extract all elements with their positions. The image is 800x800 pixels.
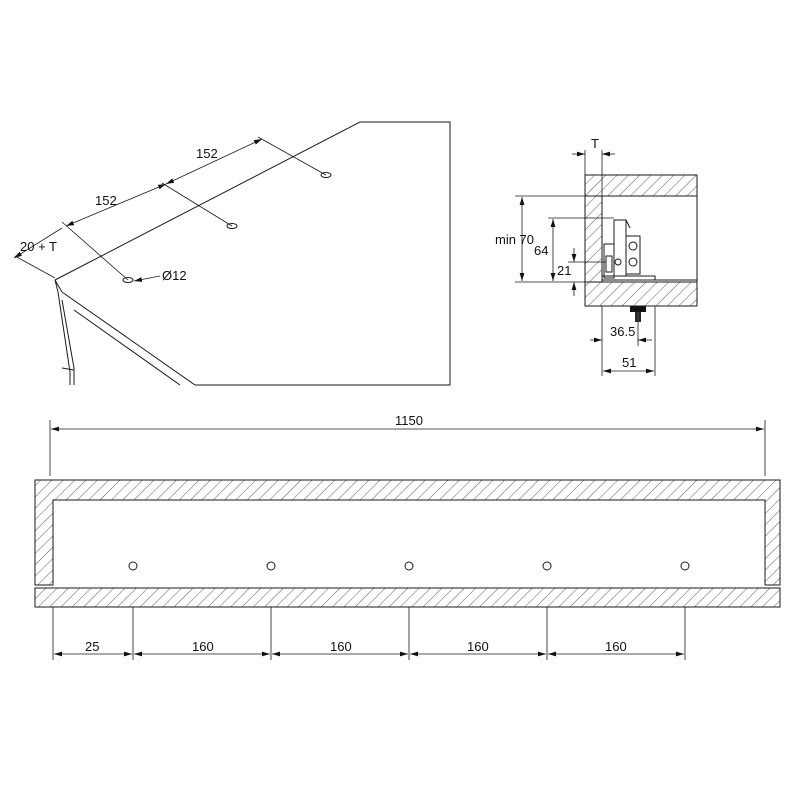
dim-label-160-4: 160 [605, 639, 627, 654]
elev-hole-2 [266, 561, 276, 571]
perspective-view: 152 152 20 + T Ø12 [13, 121, 451, 386]
elev-hole-3 [404, 561, 414, 571]
elev-hole-4 [542, 561, 552, 571]
elev-hole-1 [128, 561, 138, 571]
dim-label-160-1: 160 [192, 639, 214, 654]
dim-line-152-lower [65, 183, 167, 227]
dim-label-overall: 1150 [395, 413, 423, 428]
dim-label-152-lower: 152 [95, 193, 117, 208]
dim-label-T: T [591, 136, 599, 151]
elevation-view: 1150 25 160 160 160 160 [34, 413, 781, 660]
dim-label-51: 51 [622, 355, 636, 370]
dim-label-160-3: 160 [467, 639, 489, 654]
dim-line-152-upper [165, 138, 263, 185]
dim-label-152-upper: 152 [196, 146, 218, 161]
extension-lines [14, 136, 327, 281]
frame-bottom-board [34, 587, 781, 608]
frame-top-and-sides [34, 479, 781, 586]
dim-label-36-5: 36.5 [610, 324, 635, 339]
dim-label-21: 21 [557, 263, 571, 278]
leader-hole [133, 275, 161, 282]
dim-label-edge-offset: 20 + T [20, 239, 57, 254]
section-inner-lines [602, 195, 698, 282]
section-view: T min 70 64 21 36.5 51 [495, 136, 698, 376]
runner-mechanism [602, 219, 656, 281]
dim-line-20T [13, 227, 63, 259]
section-side-panel [584, 195, 603, 283]
dim-label-min70: min 70 [495, 232, 534, 247]
dim-label-64: 64 [534, 243, 548, 258]
dim-label-160-2: 160 [330, 639, 352, 654]
dim-label-hole-diameter: Ø12 [162, 268, 187, 283]
side-panel-lines [57, 291, 196, 386]
section-bottom-board [584, 281, 698, 307]
screw [630, 306, 646, 322]
elev-extension-lines [52, 607, 686, 660]
elev-hole-5 [680, 561, 690, 571]
board-top-outline [54, 121, 451, 386]
board-front-edge [54, 279, 63, 293]
dim-label-25: 25 [85, 639, 99, 654]
